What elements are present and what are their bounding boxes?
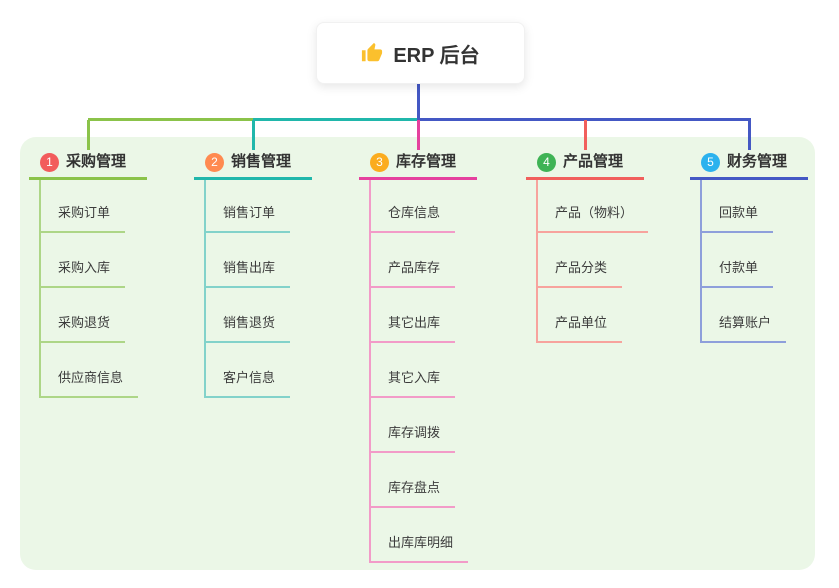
child-node[interactable]: 产品分类	[538, 233, 623, 288]
branch-column: 3 库存管理仓库信息产品库存其它出库其它入库库存调拨库存盘点出库库明细	[359, 148, 477, 563]
branch-drop-line	[251, 120, 255, 150]
child-label: 其它出库	[388, 315, 441, 330]
branch-label: 财务管理	[727, 153, 788, 170]
branch-children: 产品（物料） 产品分类产品单位	[536, 180, 649, 343]
child-node[interactable]: 产品（物料）	[538, 180, 649, 233]
child-node[interactable]: 客户信息	[206, 343, 291, 398]
child-node[interactable]: 采购入库	[41, 233, 126, 288]
branch-index-badge: 5	[701, 152, 720, 172]
child-label: 其它入库	[388, 370, 441, 385]
branches-panel	[20, 137, 815, 570]
child-node[interactable]: 销售退货	[206, 288, 291, 343]
branch-label: 产品管理	[563, 153, 624, 170]
branch-index-badge: 1	[40, 152, 59, 172]
branch-children: 销售订单销售出库销售退货客户信息	[204, 180, 291, 398]
branch-label: 库存管理	[396, 153, 457, 170]
trunk-connector-line	[416, 83, 420, 118]
root-title: ERP 后台	[393, 44, 480, 67]
branch-index-badge: 3	[370, 152, 389, 172]
child-node[interactable]: 出库库明细	[371, 508, 469, 563]
branch-drop-line	[747, 120, 751, 150]
child-label: 采购退货	[58, 315, 111, 330]
branch-connector-line	[88, 118, 253, 121]
child-label: 回款单	[719, 205, 759, 220]
child-node[interactable]: 采购订单	[41, 180, 126, 233]
child-label: 结算账户	[719, 315, 772, 330]
child-node[interactable]: 付款单	[702, 233, 774, 288]
child-label: 产品库存	[388, 260, 441, 275]
child-label: 库存盘点	[388, 480, 441, 495]
branch-node[interactable]: 2 销售管理	[194, 148, 312, 180]
child-node[interactable]: 产品单位	[538, 288, 623, 343]
child-node[interactable]: 其它入库	[371, 343, 456, 398]
branch-column: 4 产品管理产品（物料） 产品分类产品单位	[526, 148, 649, 343]
branch-drop-line	[86, 120, 90, 150]
child-node[interactable]: 供应商信息	[41, 343, 139, 398]
branch-column: 2 销售管理销售订单销售出库销售退货客户信息	[194, 148, 312, 398]
branch-children: 仓库信息产品库存其它出库其它入库库存调拨库存盘点出库库明细	[369, 180, 469, 563]
child-node[interactable]: 产品库存	[371, 233, 456, 288]
branch-label: 销售管理	[231, 153, 292, 170]
child-label: 产品（物料）	[555, 205, 634, 220]
branch-index-badge: 4	[537, 152, 556, 172]
child-label: 库存调拨	[388, 425, 441, 440]
child-label: 销售退货	[223, 315, 276, 330]
child-node[interactable]: 其它出库	[371, 288, 456, 343]
child-label: 产品分类	[555, 260, 608, 275]
thumbs-up-icon	[362, 42, 383, 62]
branch-column: 1 采购管理采购订单采购入库采购退货供应商信息	[29, 148, 147, 398]
root-node[interactable]: ERP 后台	[316, 22, 525, 84]
branch-node[interactable]: 4 产品管理	[526, 148, 644, 180]
child-node[interactable]: 采购退货	[41, 288, 126, 343]
child-label: 仓库信息	[388, 205, 441, 220]
child-node[interactable]: 库存盘点	[371, 453, 456, 508]
branch-node[interactable]: 1 采购管理	[29, 148, 147, 180]
child-label: 客户信息	[223, 370, 276, 385]
child-node[interactable]: 销售出库	[206, 233, 291, 288]
child-label: 产品单位	[555, 315, 608, 330]
branch-children: 回款单付款单结算账户	[700, 180, 787, 343]
child-node[interactable]: 回款单	[702, 180, 774, 233]
child-label: 供应商信息	[58, 370, 124, 385]
branch-index-badge: 2	[205, 152, 224, 172]
child-label: 采购入库	[58, 260, 111, 275]
branch-children: 采购订单采购入库采购退货供应商信息	[39, 180, 139, 398]
branch-connector-line	[253, 118, 418, 121]
child-label: 采购订单	[58, 205, 111, 220]
child-label: 付款单	[719, 260, 759, 275]
child-node[interactable]: 销售订单	[206, 180, 291, 233]
child-node[interactable]: 结算账户	[702, 288, 787, 343]
child-label: 销售出库	[223, 260, 276, 275]
branch-node[interactable]: 5 财务管理	[690, 148, 808, 180]
branch-label: 采购管理	[66, 153, 127, 170]
branch-connector-line	[417, 118, 751, 121]
branch-node[interactable]: 3 库存管理	[359, 148, 477, 180]
child-label: 出库库明细	[388, 535, 454, 550]
child-node[interactable]: 库存调拨	[371, 398, 456, 453]
branch-column: 5 财务管理回款单付款单结算账户	[690, 148, 808, 343]
child-node[interactable]: 仓库信息	[371, 180, 456, 233]
branch-drop-line	[416, 120, 420, 150]
branch-drop-line	[583, 120, 587, 150]
child-label: 销售订单	[223, 205, 276, 220]
